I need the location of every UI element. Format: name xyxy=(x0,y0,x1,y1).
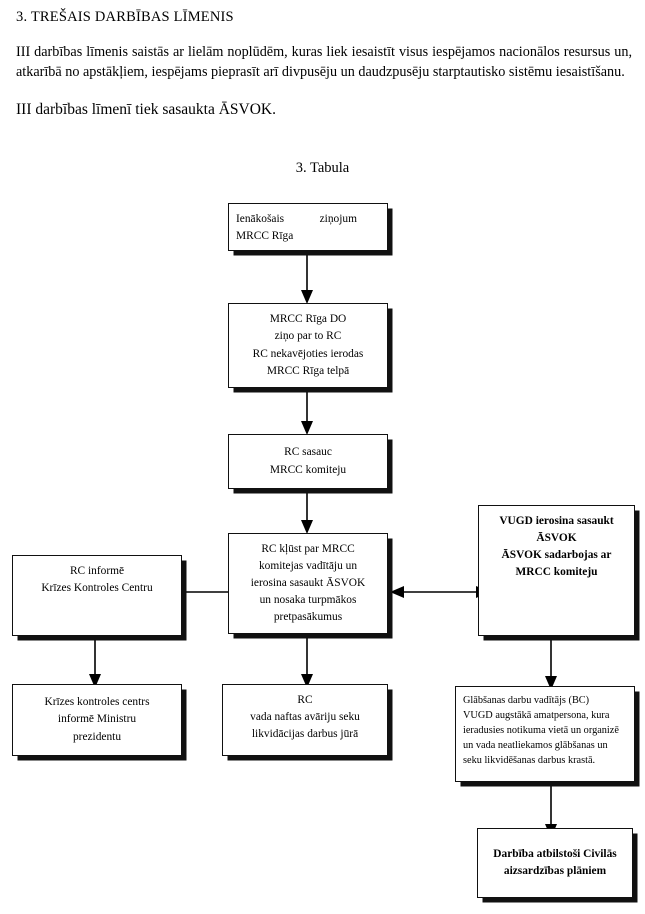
node-incoming-message[interactable]: Ienākošais ziņojum MRCC Rīga xyxy=(228,203,388,251)
node-line: ierosina sasaukt ĀSVOK xyxy=(250,577,366,590)
node-line: pretpasākumus xyxy=(273,611,343,624)
table-caption: 3. Tabula xyxy=(295,160,350,176)
node-line: un nosaka turpmākos xyxy=(259,594,357,607)
node-line: RC kļūst par MRCC xyxy=(261,543,355,555)
node-crisis-centre-informs-pm[interactable]: Krīzes kontroles centrs informē Ministru… xyxy=(12,684,182,756)
node-vugd-initiates-asvok[interactable]: VUGD ierosina sasaukt ĀSVOK ĀSVOK sadarb… xyxy=(478,505,635,636)
node-line: Krīzes kontroles centrs xyxy=(44,696,150,709)
node-line: ĀSVOK sadarbojas ar xyxy=(501,549,612,562)
node-rc-informs-crisis-centre[interactable]: RC informē Krīzes Kontroles Centru xyxy=(12,555,182,636)
node-line: Krīzes Kontroles Centru xyxy=(41,582,153,595)
node-line: MRCC Rīga xyxy=(236,230,294,243)
node-line: aizsardzības plāniem xyxy=(503,865,607,877)
node-line: RC nekavējoties ierodas xyxy=(252,347,364,360)
node-rc-convenes-committee[interactable]: RC sasauc MRCC komiteju xyxy=(228,434,388,489)
node-line: informē Ministru xyxy=(57,713,137,726)
node-rc-leads-oil-spill-works[interactable]: RC vada naftas avāriju seku likvidācijas… xyxy=(222,684,388,756)
node-line: seku likvidēšanas darbus krastā. xyxy=(463,754,596,766)
node-line: Ienākošais ziņojum xyxy=(236,213,357,225)
node-line: likvidācijas darbus jūrā xyxy=(251,728,359,741)
body-paragraph: III darbības līmenis saistās ar lielām n… xyxy=(16,43,632,81)
document-text-block: 3. TREŠAIS DARBĪBAS LĪMENIS III darbības… xyxy=(16,8,632,120)
node-mrcc-riga-do[interactable]: MRCC Rīga DO ziņo par to RC RC nekavējot… xyxy=(228,303,388,388)
node-line: prezidentu xyxy=(72,730,122,743)
node-line: ĀSVOK xyxy=(536,532,577,545)
node-line: Darbība atbilstoši Civilās xyxy=(493,847,617,860)
node-line: ziņo par to RC xyxy=(274,330,342,343)
node-line: MRCC Rīga telpā xyxy=(266,364,350,377)
node-line: RC sasauc xyxy=(284,446,332,459)
node-line: VUGD ierosina sasaukt xyxy=(499,515,614,527)
node-line: ieradusies notikuma vietā un organizē xyxy=(463,724,619,736)
node-line: un vada neatliekamos glābšanas un xyxy=(463,739,608,751)
node-line: RC informē xyxy=(69,565,125,577)
node-line: RC xyxy=(297,694,313,706)
node-line: Glābšanas darbu vadītājs (BC) xyxy=(463,695,590,706)
page-title: 3. TREŠAIS DARBĪBAS LĪMENIS xyxy=(16,9,234,25)
closing-line: III darbības līmenī tiek sasaukta ĀSVOK. xyxy=(16,100,276,118)
node-line: vada naftas avāriju seku xyxy=(250,711,360,724)
node-line: MRCC komiteju xyxy=(269,463,347,476)
node-line: VUGD augstākā amatpersona, kura xyxy=(463,709,610,721)
node-rc-becomes-chair[interactable]: RC kļūst par MRCC komitejas vadītāju un … xyxy=(228,533,388,634)
node-rescue-works-manager[interactable]: Glābšanas darbu vadītājs (BC) VUGD augst… xyxy=(455,686,635,782)
node-civil-defence-plans[interactable]: Darbība atbilstoši Civilās aizsardzības … xyxy=(477,828,633,898)
node-line: MRCC Rīga DO xyxy=(269,313,347,326)
node-line: MRCC komiteju xyxy=(515,566,598,579)
node-line: komitejas vadītāju un xyxy=(258,560,358,573)
